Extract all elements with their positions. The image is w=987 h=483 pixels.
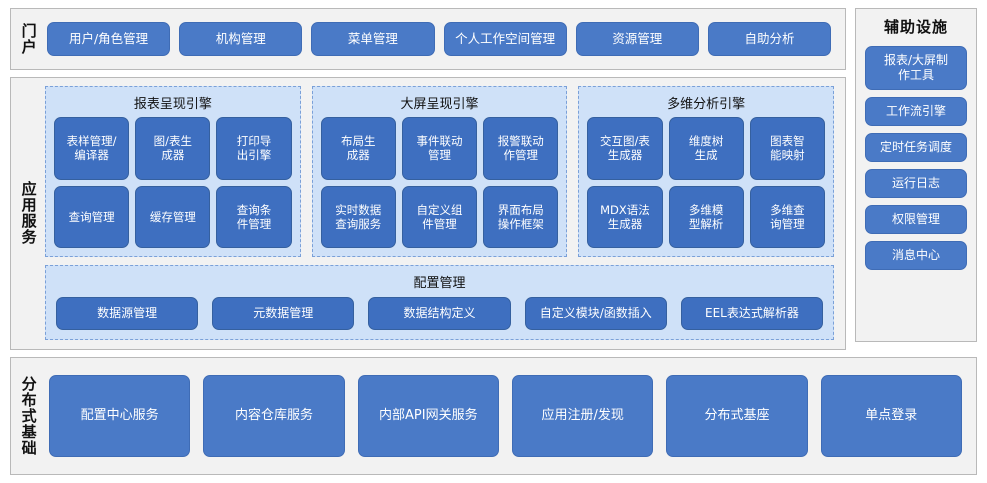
node-olap-dimension-tree[interactable]: 维度树 生成: [668, 117, 744, 180]
engine-report-title: 报表呈现引擎: [133, 97, 212, 112]
node-olap-query-mgmt[interactable]: 多维查 询管理: [749, 185, 826, 248]
aux-facilities-panel: 辅助设施 报表/大屏制 作工具 工作流引擎 定时任务调度 运行日志 权限管理 消…: [855, 8, 977, 342]
portal-item-menu[interactable]: 菜单管理: [311, 22, 435, 56]
foundation-row-label: 分布式基础: [19, 376, 38, 456]
portal-panel: 门户 用户/角色管理 机构管理 菜单管理 个人工作空间管理 资源管理 自助分析: [10, 8, 846, 70]
engine-olap-title: 多维分析引擎: [667, 97, 746, 112]
foundation-items: 配置中心服务 内容仓库服务 内部API网关服务 应用注册/发现 分布式基座 单点…: [45, 358, 966, 474]
engine-olap: 多维分析引擎 交互图/表 生成器 维度树 生成 图表智 能映射 MDX语法 生成…: [578, 86, 835, 257]
node-bigscreen-ui-framework[interactable]: 界面布局 操作框架: [483, 185, 559, 248]
middle-row: 应用服务 报表呈现引擎 表样管理/ 编译器 图/表生 成器 打印导 出引擎 查询…: [10, 77, 977, 350]
engine-olap-nodes: 交互图/表 生成器 维度树 生成 图表智 能映射 MDX语法 生成器 多维模 型…: [587, 117, 826, 248]
engine-group: 报表呈现引擎 表样管理/ 编译器 图/表生 成器 打印导 出引擎 查询管理 缓存…: [45, 86, 835, 257]
node-olap-chart-mapping[interactable]: 图表智 能映射: [749, 117, 826, 180]
node-single-sign-on[interactable]: 单点登录: [820, 375, 962, 457]
node-eel-expression-parser[interactable]: EEL表达式解析器: [680, 297, 824, 330]
engine-report: 报表呈现引擎 表样管理/ 编译器 图/表生 成器 打印导 出引擎 查询管理 缓存…: [45, 86, 301, 257]
node-data-structure-def[interactable]: 数据结构定义: [368, 297, 511, 330]
node-report-template-editor[interactable]: 表样管理/ 编译器: [54, 117, 130, 180]
app-service-body: 报表呈现引擎 表样管理/ 编译器 图/表生 成器 打印导 出引擎 查询管理 缓存…: [45, 86, 836, 340]
foundation-panel: 分布式基础 配置中心服务 内容仓库服务 内部API网关服务 应用注册/发现 分布…: [10, 357, 977, 475]
config-management-panel: 配置管理 数据源管理 元数据管理 数据结构定义 自定义模块/函数插入 EEL表达…: [45, 265, 834, 340]
node-report-print-export[interactable]: 打印导 出引擎: [216, 117, 292, 180]
node-report-chart-generator[interactable]: 图/表生 成器: [135, 117, 211, 180]
node-olap-mdx-generator[interactable]: MDX语法 生成器: [587, 185, 663, 248]
node-custom-module-function[interactable]: 自定义模块/函数插入: [524, 297, 667, 330]
node-olap-model-parse[interactable]: 多维模 型解析: [668, 185, 744, 248]
node-bigscreen-layout-generator[interactable]: 布局生 成器: [320, 117, 396, 180]
node-distributed-base[interactable]: 分布式基座: [666, 375, 808, 457]
node-datasource-mgmt[interactable]: 数据源管理: [56, 297, 199, 330]
portal-item-resource[interactable]: 资源管理: [575, 22, 699, 56]
portal-items: 用户/角色管理 机构管理 菜单管理 个人工作空间管理 资源管理 自助分析: [45, 9, 837, 69]
node-scheduled-task[interactable]: 定时任务调度: [865, 133, 967, 162]
portal-item-user-role[interactable]: 用户/角色管理: [47, 22, 171, 56]
node-permission-mgmt[interactable]: 权限管理: [865, 205, 967, 234]
node-bigscreen-alarm-action[interactable]: 报警联动 作管理: [483, 117, 559, 180]
node-report-bigscreen-tool[interactable]: 报表/大屏制 作工具: [865, 46, 967, 90]
node-olap-interactive-chart[interactable]: 交互图/表 生成器: [587, 117, 663, 180]
node-bigscreen-custom-component[interactable]: 自定义组 件管理: [401, 185, 478, 248]
portal-item-org[interactable]: 机构管理: [179, 22, 303, 56]
engine-bigscreen-title: 大屏呈现引擎: [400, 97, 479, 112]
aux-facilities-title: 辅助设施: [883, 18, 948, 36]
config-management-items: 数据源管理 元数据管理 数据结构定义 自定义模块/函数插入 EEL表达式解析器: [56, 297, 824, 330]
node-bigscreen-realtime-query[interactable]: 实时数据 查询服务: [320, 185, 396, 248]
portal-item-workspace[interactable]: 个人工作空间管理: [443, 22, 567, 56]
node-bigscreen-event-linkage[interactable]: 事件联动 管理: [401, 117, 478, 180]
node-report-query-condition[interactable]: 查询条 件管理: [216, 185, 292, 248]
node-internal-api-gateway[interactable]: 内部API网关服务: [357, 375, 499, 457]
node-config-center-service[interactable]: 配置中心服务: [49, 375, 191, 457]
node-message-center[interactable]: 消息中心: [865, 241, 967, 270]
config-management-title: 配置管理: [413, 276, 466, 291]
top-row: 门户 用户/角色管理 机构管理 菜单管理 个人工作空间管理 资源管理 自助分析: [10, 8, 977, 70]
node-workflow-engine[interactable]: 工作流引擎: [865, 97, 967, 126]
engine-bigscreen: 大屏呈现引擎 布局生 成器 事件联动 管理 报警联动 作管理 实时数据 查询服务…: [311, 86, 568, 257]
node-app-registry-discovery[interactable]: 应用注册/发现: [511, 375, 654, 457]
node-content-repo-service[interactable]: 内容仓库服务: [203, 375, 345, 457]
node-metadata-mgmt[interactable]: 元数据管理: [212, 297, 355, 330]
portal-row-label: 门户: [19, 23, 38, 55]
app-service-panel: 应用服务 报表呈现引擎 表样管理/ 编译器 图/表生 成器 打印导 出引擎 查询…: [10, 77, 846, 350]
portal-item-self-service[interactable]: 自助分析: [707, 22, 832, 56]
node-report-cache-mgmt[interactable]: 缓存管理: [135, 185, 211, 248]
node-runtime-log[interactable]: 运行日志: [865, 169, 967, 198]
app-service-row-label: 应用服务: [19, 181, 38, 245]
engine-report-nodes: 表样管理/ 编译器 图/表生 成器 打印导 出引擎 查询管理 缓存管理 查询条 …: [54, 117, 292, 248]
engine-bigscreen-nodes: 布局生 成器 事件联动 管理 报警联动 作管理 实时数据 查询服务 自定义组 件…: [320, 117, 559, 248]
node-report-query-mgmt[interactable]: 查询管理: [54, 185, 130, 248]
